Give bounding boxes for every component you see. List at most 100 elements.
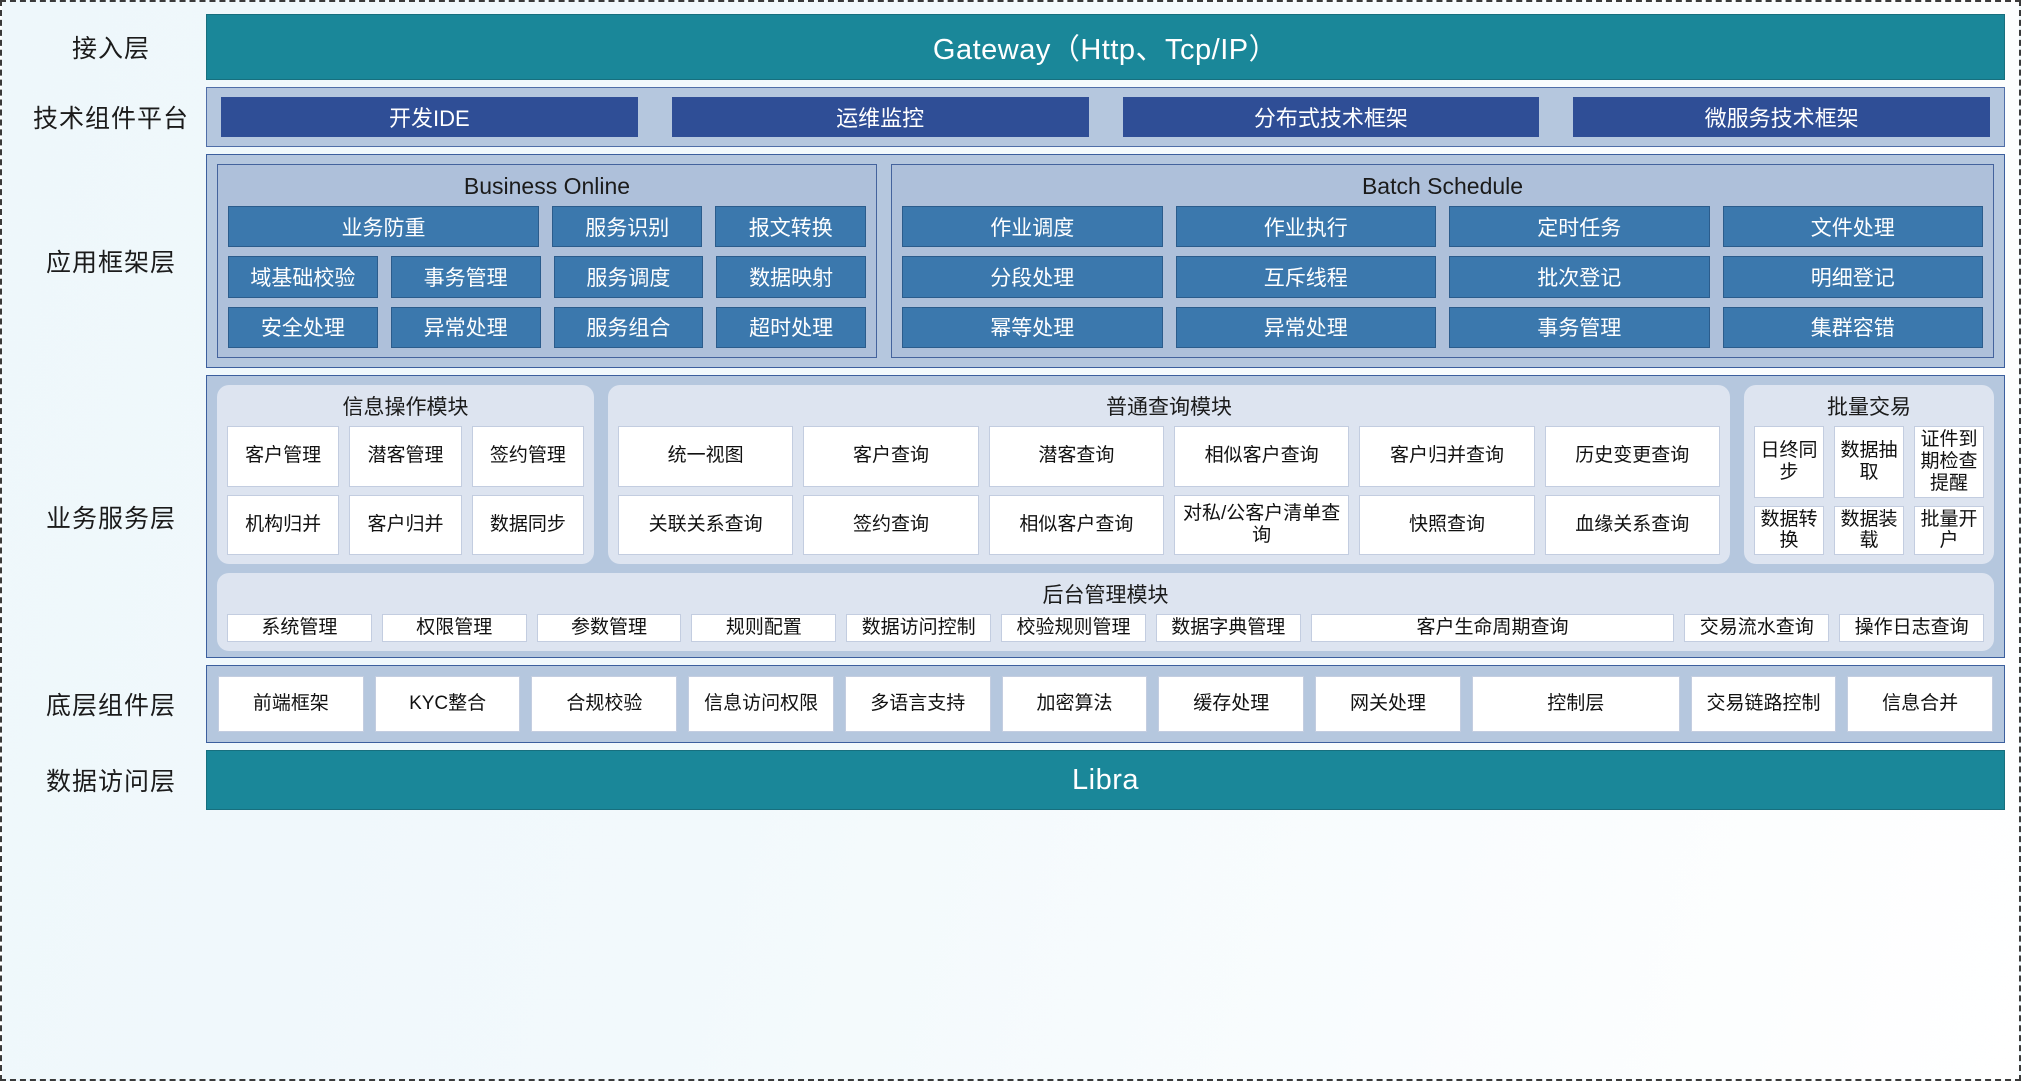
cell-permission-mgmt[interactable]: 权限管理 <box>381 614 527 643</box>
access-layer-row: 接入层 Gateway（Http、Tcp/IP） <box>16 14 2005 80</box>
admin-module-grid: 系统管理 权限管理 参数管理 规则配置 数据访问控制 校验规则管理 数据字典管理… <box>227 614 1985 643</box>
cell-similar-customer-query-2[interactable]: 相似客户查询 <box>988 494 1164 556</box>
cell-parameter-mgmt[interactable]: 参数管理 <box>536 614 682 643</box>
tech-chip-ops-monitor[interactable]: 运维监控 <box>671 97 1089 137</box>
fw-cell-exception-process-online[interactable]: 异常处理 <box>390 306 541 348</box>
admin-module: 后台管理模块 系统管理 权限管理 参数管理 规则配置 数据访问控制 校验规则管理… <box>217 573 1994 652</box>
fw-cell-service-schedule[interactable]: 服务调度 <box>553 256 704 298</box>
cell-gateway-processing[interactable]: 网关处理 <box>1315 676 1461 732</box>
cell-frontend-framework[interactable]: 前端框架 <box>218 676 364 732</box>
cell-customer-merge[interactable]: 客户归并 <box>349 494 462 556</box>
query-module-row-2: 关联关系查询 签约查询 相似客户查询 对私/公客户清单查询 快照查询 血缘关系查… <box>618 494 1720 556</box>
cell-data-dictionary-mgmt[interactable]: 数据字典管理 <box>1155 614 1301 643</box>
fw-cell-file-process[interactable]: 文件处理 <box>1722 206 1983 248</box>
libra-bar[interactable]: Libra <box>206 750 2005 810</box>
fw-cell-domain-base-validate[interactable]: 域基础校验 <box>228 256 378 298</box>
cell-customer-query[interactable]: 客户查询 <box>803 426 979 487</box>
cell-org-merge[interactable]: 机构归并 <box>227 494 340 556</box>
fw-cell-transaction-mgmt-batch[interactable]: 事务管理 <box>1449 306 1710 348</box>
tech-platform-row: 技术组件平台 开发IDE 运维监控 分布式技术框架 微服务技术框架 <box>16 87 2005 147</box>
access-layer-body: Gateway（Http、Tcp/IP） <box>206 14 2005 80</box>
cell-contract-query[interactable]: 签约查询 <box>803 494 979 556</box>
business-service-top: 信息操作模块 客户管理 潜客管理 签约管理 机构归并 客户归并 数据同步 <box>217 385 1994 565</box>
fw-cell-timeout-process[interactable]: 超时处理 <box>716 306 866 348</box>
cell-similar-customer-query-1[interactable]: 相似客户查询 <box>1173 426 1350 487</box>
cell-private-public-customer-list-query[interactable]: 对私/公客户清单查询 <box>1173 494 1350 556</box>
fw-cell-service-composition[interactable]: 服务组合 <box>553 306 704 348</box>
cell-multilanguage-support[interactable]: 多语言支持 <box>844 676 991 732</box>
cell-kyc-integration[interactable]: KYC整合 <box>374 676 521 732</box>
cell-info-merge[interactable]: 信息合并 <box>1847 676 1994 732</box>
fw-cell-batch-register[interactable]: 批次登记 <box>1449 256 1710 298</box>
fw-cell-timed-task[interactable]: 定时任务 <box>1449 206 1710 248</box>
cell-cache-processing[interactable]: 缓存处理 <box>1158 676 1305 732</box>
fw-cell-data-mapping[interactable]: 数据映射 <box>716 256 866 298</box>
fw-cell-idempotent-process[interactable]: 幂等处理 <box>902 306 1163 348</box>
base-component-body: 前端框架 KYC整合 合规校验 信息访问权限 多语言支持 加密算法 缓存处理 网… <box>206 665 2005 743</box>
cell-eod-sync[interactable]: 日终同步 <box>1754 426 1824 498</box>
cell-prospect-mgmt[interactable]: 潜客管理 <box>349 426 462 487</box>
info-operation-module-title: 信息操作模块 <box>342 396 469 419</box>
layer-label-business-service: 业务服务层 <box>45 504 176 533</box>
cell-contract-mgmt[interactable]: 签约管理 <box>471 426 584 487</box>
layer-label-app-framework: 应用框架层 <box>45 249 176 277</box>
cell-compliance-check[interactable]: 合规校验 <box>531 676 678 732</box>
cell-system-mgmt[interactable]: 系统管理 <box>227 614 372 643</box>
business-online-row-3: 安全处理 异常处理 服务组合 超时处理 <box>228 306 866 348</box>
fw-cell-exception-process-batch[interactable]: 异常处理 <box>1175 306 1436 348</box>
gateway-bar[interactable]: Gateway（Http、Tcp/IP） <box>206 14 2005 80</box>
fw-cell-cluster-fault-tolerance[interactable]: 集群容错 <box>1722 306 1983 348</box>
fw-cell-job-schedule[interactable]: 作业调度 <box>902 206 1163 248</box>
fw-cell-job-execute[interactable]: 作业执行 <box>1175 206 1436 248</box>
batch-tx-row-2: 数据转换 数据装载 批量开户 <box>1754 505 1984 556</box>
cell-operation-log-query[interactable]: 操作日志查询 <box>1839 614 1985 643</box>
cell-control-layer[interactable]: 控制层 <box>1471 676 1680 732</box>
cell-data-transform[interactable]: 数据转换 <box>1754 505 1824 556</box>
info-module-row-2: 机构归并 客户归并 数据同步 <box>227 494 584 556</box>
batch-transaction-module-title: 批量交易 <box>1827 396 1911 419</box>
cell-data-access-control[interactable]: 数据访问控制 <box>846 614 992 643</box>
cell-encryption-algorithm[interactable]: 加密算法 <box>1001 676 1148 732</box>
app-framework-body: Business Online 业务防重 服务识别 报文转换 域基础校验 事务管… <box>206 154 2005 368</box>
cell-lineage-query[interactable]: 血缘关系查询 <box>1544 494 1720 556</box>
cell-relation-query[interactable]: 关联关系查询 <box>618 494 794 556</box>
business-online-row-1: 业务防重 服务识别 报文转换 <box>228 206 866 248</box>
fw-cell-security-process[interactable]: 安全处理 <box>228 306 378 348</box>
business-service-bottom: 后台管理模块 系统管理 权限管理 参数管理 规则配置 数据访问控制 校验规则管理… <box>217 573 1994 652</box>
cell-transaction-chain-control[interactable]: 交易链路控制 <box>1690 676 1837 732</box>
cell-customer-lifecycle-query[interactable]: 客户生命周期查询 <box>1310 614 1675 643</box>
business-service-body: 信息操作模块 客户管理 潜客管理 签约管理 机构归并 客户归并 数据同步 <box>206 375 2005 658</box>
cell-snapshot-query[interactable]: 快照查询 <box>1359 494 1535 556</box>
fw-cell-transaction-mgmt-online[interactable]: 事务管理 <box>390 256 541 298</box>
fw-cell-service-identify[interactable]: 服务识别 <box>551 206 703 248</box>
cell-data-extract[interactable]: 数据抽取 <box>1834 426 1904 498</box>
info-module-row-1: 客户管理 潜客管理 签约管理 <box>227 426 584 487</box>
cell-info-access-permission[interactable]: 信息访问权限 <box>688 676 834 732</box>
cell-batch-account-open[interactable]: 批量开户 <box>1914 505 1984 556</box>
fw-cell-business-dedup[interactable]: 业务防重 <box>228 206 539 248</box>
cell-data-load[interactable]: 数据装载 <box>1834 505 1904 556</box>
cell-customer-merge-query[interactable]: 客户归并查询 <box>1359 426 1535 487</box>
tech-chip-ide[interactable]: 开发IDE <box>221 97 638 137</box>
tech-chip-microservice-framework[interactable]: 微服务技术框架 <box>1573 97 1990 137</box>
fw-cell-segment-process[interactable]: 分段处理 <box>902 256 1163 298</box>
fw-cell-mutex-thread[interactable]: 互斥线程 <box>1175 256 1436 298</box>
fw-cell-message-transform[interactable]: 报文转换 <box>715 206 866 248</box>
cell-validation-rule-mgmt[interactable]: 校验规则管理 <box>1001 614 1146 643</box>
cell-certificate-expiry-reminder[interactable]: 证件到期检查提醒 <box>1914 426 1984 498</box>
common-query-module: 普通查询模块 统一视图 客户查询 潜客查询 相似客户查询 客户归并查询 历史变更… <box>608 385 1730 565</box>
layer-label-base-component: 底层组件层 <box>45 692 176 720</box>
cell-data-sync[interactable]: 数据同步 <box>471 494 584 556</box>
info-operation-module: 信息操作模块 客户管理 潜客管理 签约管理 机构归并 客户归并 数据同步 <box>217 385 594 565</box>
cell-history-change-query[interactable]: 历史变更查询 <box>1544 426 1720 487</box>
cell-rule-config[interactable]: 规则配置 <box>691 614 837 643</box>
tech-chip-distributed-framework[interactable]: 分布式技术框架 <box>1122 97 1540 137</box>
batch-schedule-row-2: 分段处理 互斥线程 批次登记 明细登记 <box>902 256 1983 298</box>
cell-transaction-flow-query[interactable]: 交易流水查询 <box>1684 614 1830 643</box>
fw-cell-detail-register[interactable]: 明细登记 <box>1722 256 1983 298</box>
batch-transaction-module: 批量交易 日终同步 数据抽取 证件到期检查提醒 数据转换 数据装载 批量开户 <box>1744 385 1994 565</box>
cell-unified-view[interactable]: 统一视图 <box>618 426 794 487</box>
cell-customer-mgmt[interactable]: 客户管理 <box>227 426 340 487</box>
cell-prospect-query[interactable]: 潜客查询 <box>988 426 1164 487</box>
